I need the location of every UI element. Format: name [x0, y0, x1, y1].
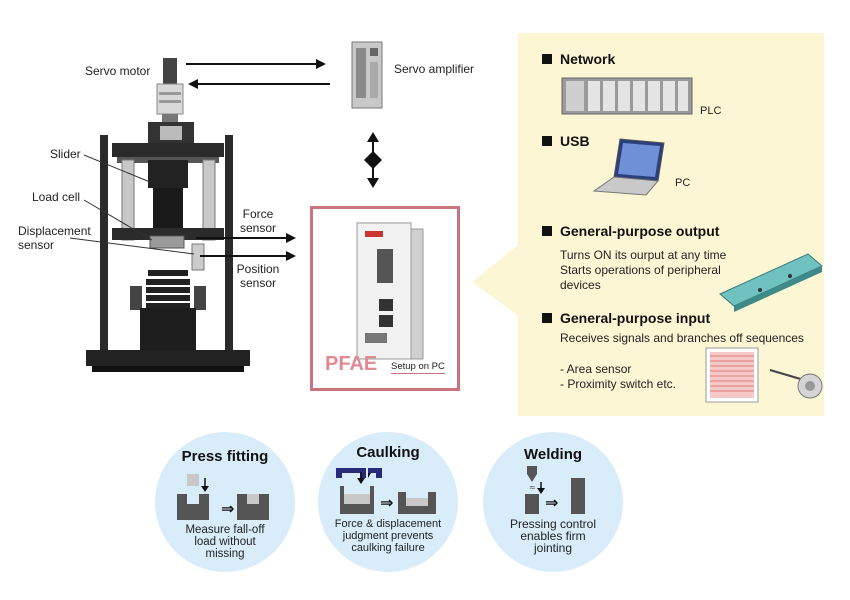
- caulking-title: Caulking: [356, 444, 420, 461]
- network-heading: Network: [542, 51, 615, 67]
- input-item-area-sensor: - Area sensor: [560, 362, 632, 376]
- input-item-proximity-switch: - Proximity switch etc.: [560, 377, 677, 391]
- position-sensor-label: Position sensor: [236, 262, 280, 290]
- welding-illustration: ≈ ⇒: [525, 466, 585, 514]
- caulking-illustration: ⇒: [336, 468, 436, 514]
- welding-title: Welding: [523, 446, 583, 463]
- general-output-title: General-purpose output: [560, 223, 720, 239]
- area-sensor-icon: [705, 347, 759, 403]
- press-fitting-illustration: ⇒: [177, 474, 269, 520]
- pfae-setup-label: Setup on PC: [391, 361, 445, 374]
- network-title: Network: [560, 51, 616, 67]
- laptop-icon: [592, 138, 665, 196]
- servo-motor-label: Servo motor: [85, 64, 151, 78]
- press-fitting-description: Measure fall-off load without missing: [185, 524, 265, 560]
- general-input-heading: General-purpose input: [542, 310, 710, 326]
- output-line-3: devices: [560, 278, 601, 292]
- general-output-heading: General-purpose output: [542, 223, 719, 239]
- svg-text:≈: ≈: [529, 483, 536, 492]
- load-cell-label: Load cell: [32, 190, 81, 204]
- welding-description: Pressing control enables firm jointing: [509, 517, 597, 555]
- application-caulking: Caulking ⇒ Force & displacement judgment…: [318, 432, 458, 572]
- plc-label: PLC: [700, 105, 722, 117]
- input-description: Receives signals and branches off sequen…: [560, 331, 804, 345]
- servo-amplifier-label: Servo amplifier: [394, 62, 475, 76]
- plc-icon: [561, 77, 693, 115]
- application-welding: Welding ≈ ⇒ Pressing control enables fir…: [483, 432, 623, 572]
- pfae-name: PFAE: [325, 353, 378, 375]
- caulking-description: Force & displacement judgment prevents c…: [334, 518, 442, 554]
- slider-label: Slider: [50, 147, 81, 161]
- displacement-sensor-label: Displacement sensor: [18, 224, 91, 252]
- conveyor-icon: [719, 253, 823, 312]
- pc-label: PC: [675, 177, 691, 189]
- pfae-controller-box: PFAE Setup on PC: [310, 206, 460, 391]
- press-fitting-title: Press fitting: [181, 448, 269, 465]
- output-line-1: Turns ON its ourput at any time: [560, 248, 727, 262]
- svg-text:⇒: ⇒: [380, 493, 393, 512]
- general-input-title: General-purpose input: [560, 310, 711, 326]
- svg-text:⇒: ⇒: [545, 493, 558, 512]
- usb-heading: USB: [542, 133, 590, 149]
- svg-text:⇒: ⇒: [221, 499, 234, 518]
- output-line-2: Starts operations of peripheral: [560, 263, 721, 277]
- pfae-unit-illustration: [356, 222, 424, 360]
- proximity-switch-icon: [769, 369, 823, 399]
- force-sensor-label: Force sensor: [239, 207, 277, 235]
- application-press-fitting: Press fitting ⇒ Measure fall-off load wi…: [155, 432, 295, 572]
- usb-title: USB: [560, 133, 590, 149]
